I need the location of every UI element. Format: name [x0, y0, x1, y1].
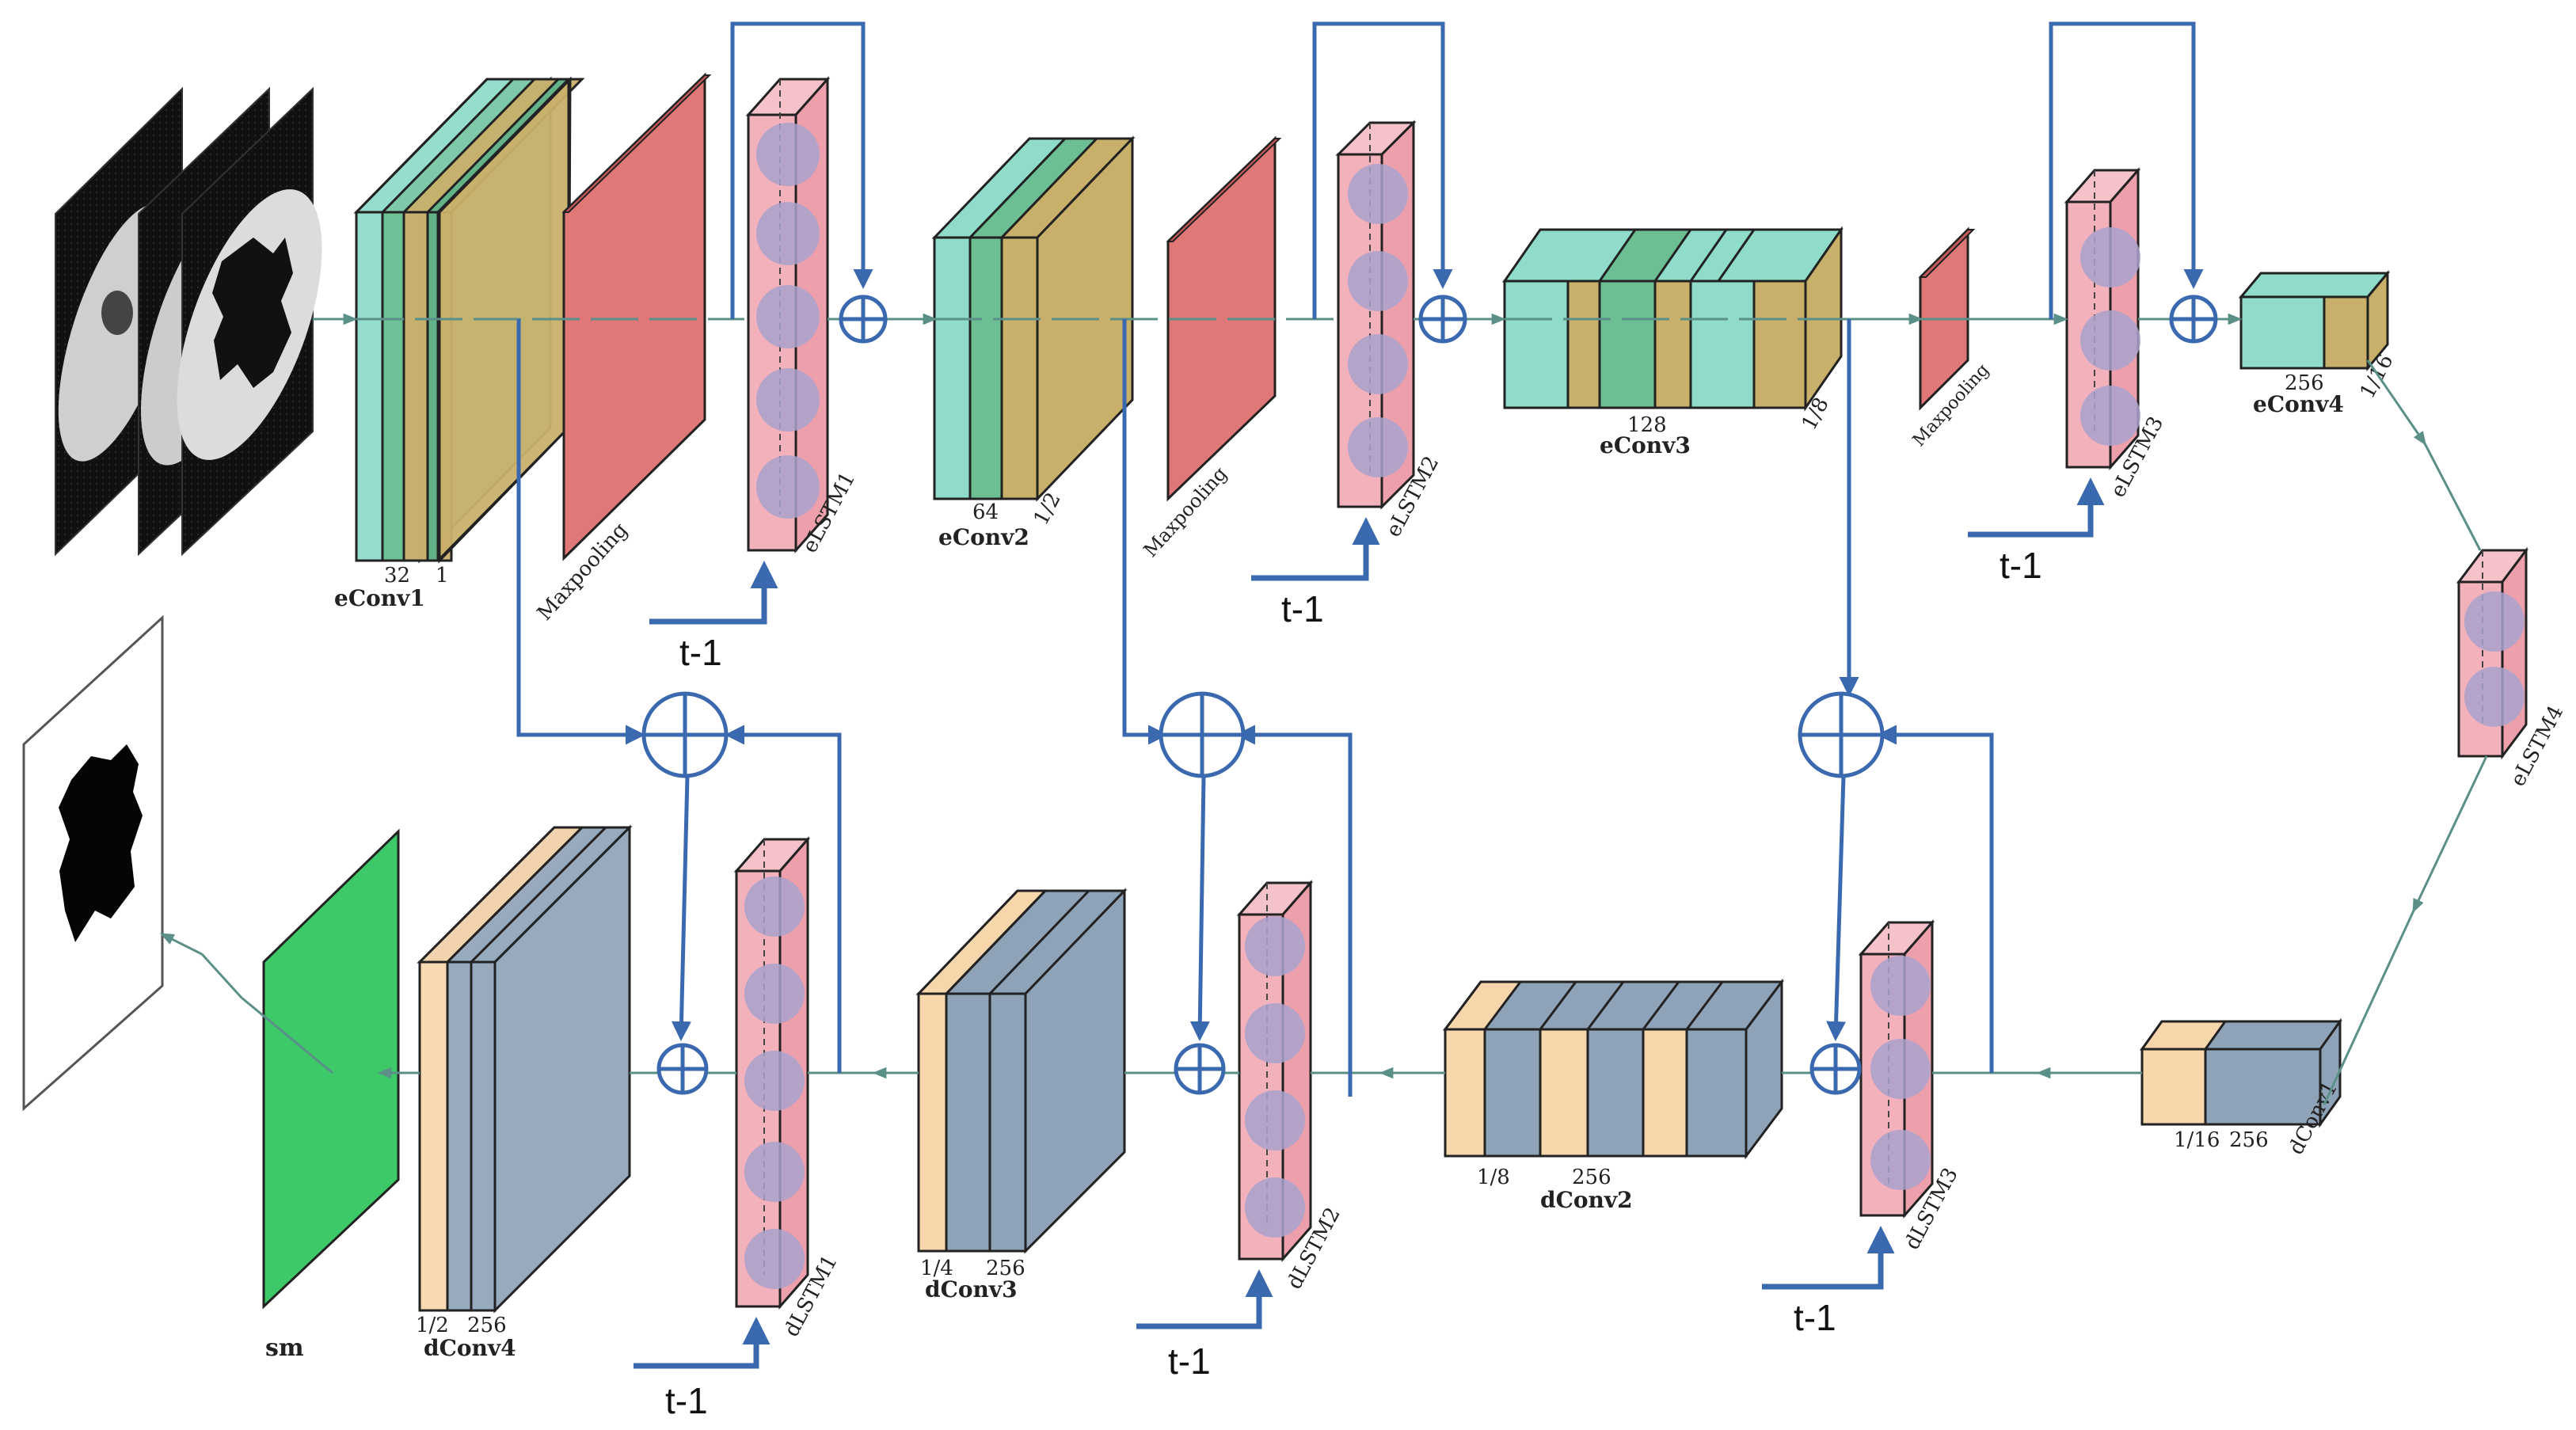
econv1-scale-label: 1: [436, 564, 449, 588]
circle-plus-icon: [1159, 691, 1246, 778]
dconv3-scale-label: 1/4: [920, 1257, 953, 1280]
econv1-ch-label: 32: [384, 564, 410, 588]
econv1-label: eConv1: [334, 585, 425, 611]
dconv1-block: [2140, 1017, 2342, 1128]
dconv1-scale-label: 1/16: [2174, 1128, 2220, 1152]
dlstm1-block: [733, 836, 811, 1310]
maxpool2-block: [1166, 135, 1282, 502]
circle-plus-icon: [1174, 1043, 1226, 1095]
econv3-block: [1502, 226, 1844, 412]
elstm1-block: [745, 76, 831, 553]
econv3-label: eConv3: [1600, 432, 1691, 458]
econv2-block: [931, 135, 1136, 502]
elstm1-t-minus-1-label: t-1: [679, 632, 722, 673]
sum-nodes: [641, 295, 2218, 1095]
econv4-ch-label: 256: [2285, 371, 2324, 395]
sm-label: sm: [265, 1334, 304, 1362]
main-flow: [159, 313, 2488, 1105]
dconv2-block: [1443, 978, 1784, 1160]
econv2-label: eConv2: [938, 524, 1029, 550]
dconv4-scale-label: 1/2: [416, 1314, 449, 1337]
econv3-ch-label: 128: [1627, 413, 1667, 437]
econv4-block: [2238, 269, 2391, 372]
elstm3-t-minus-1-label: t-1: [2000, 545, 2042, 586]
circle-plus-icon: [656, 1043, 709, 1095]
dconv3-ch-label: 256: [986, 1257, 1025, 1280]
elstm4-block: [2456, 546, 2528, 760]
econv2-ch-label: 64: [972, 500, 999, 524]
input-frames: [55, 86, 322, 557]
elstm2-t-minus-1-label: t-1: [1281, 588, 1324, 629]
dlstm2-t-minus-1-label: t-1: [1168, 1341, 1211, 1382]
dconv3-block: [915, 888, 1128, 1254]
circle-plus-icon: [839, 295, 888, 344]
skip-connections: [516, 21, 2204, 1097]
circle-plus-icon: [1809, 1043, 1862, 1095]
dconv2-label: dConv2: [1540, 1187, 1633, 1213]
dconv2-ch-label: 256: [1572, 1166, 1611, 1189]
dconv4-block: [417, 824, 633, 1314]
circle-plus-icon: [1798, 691, 1885, 778]
softmax-block: [262, 828, 400, 1310]
econv4-label: eConv4: [2253, 391, 2344, 417]
dconv3-label: dConv3: [925, 1276, 1018, 1303]
dconv1-ch-label: 256: [2229, 1128, 2269, 1152]
circle-plus-icon: [641, 691, 729, 778]
dlstm3-t-minus-1-label: t-1: [1794, 1297, 1836, 1338]
dconv4-label: dConv4: [424, 1335, 516, 1361]
circle-plus-icon: [1418, 295, 1467, 344]
dconv2-scale-label: 1/8: [1477, 1166, 1510, 1189]
output-mask: [22, 614, 164, 1112]
elstm3-block: [2064, 167, 2141, 470]
t-minus-1-arrows: [634, 477, 2105, 1369]
elstm2-block: [1335, 120, 1417, 510]
circle-plus-icon: [2169, 295, 2218, 344]
maxpool1-block: [561, 72, 712, 561]
dlstm3-block: [1858, 919, 1935, 1219]
dconv4-ch-label: 256: [467, 1314, 507, 1337]
dlstm2-block: [1236, 880, 1314, 1262]
dlstm1-t-minus-1-label: t-1: [665, 1380, 708, 1421]
